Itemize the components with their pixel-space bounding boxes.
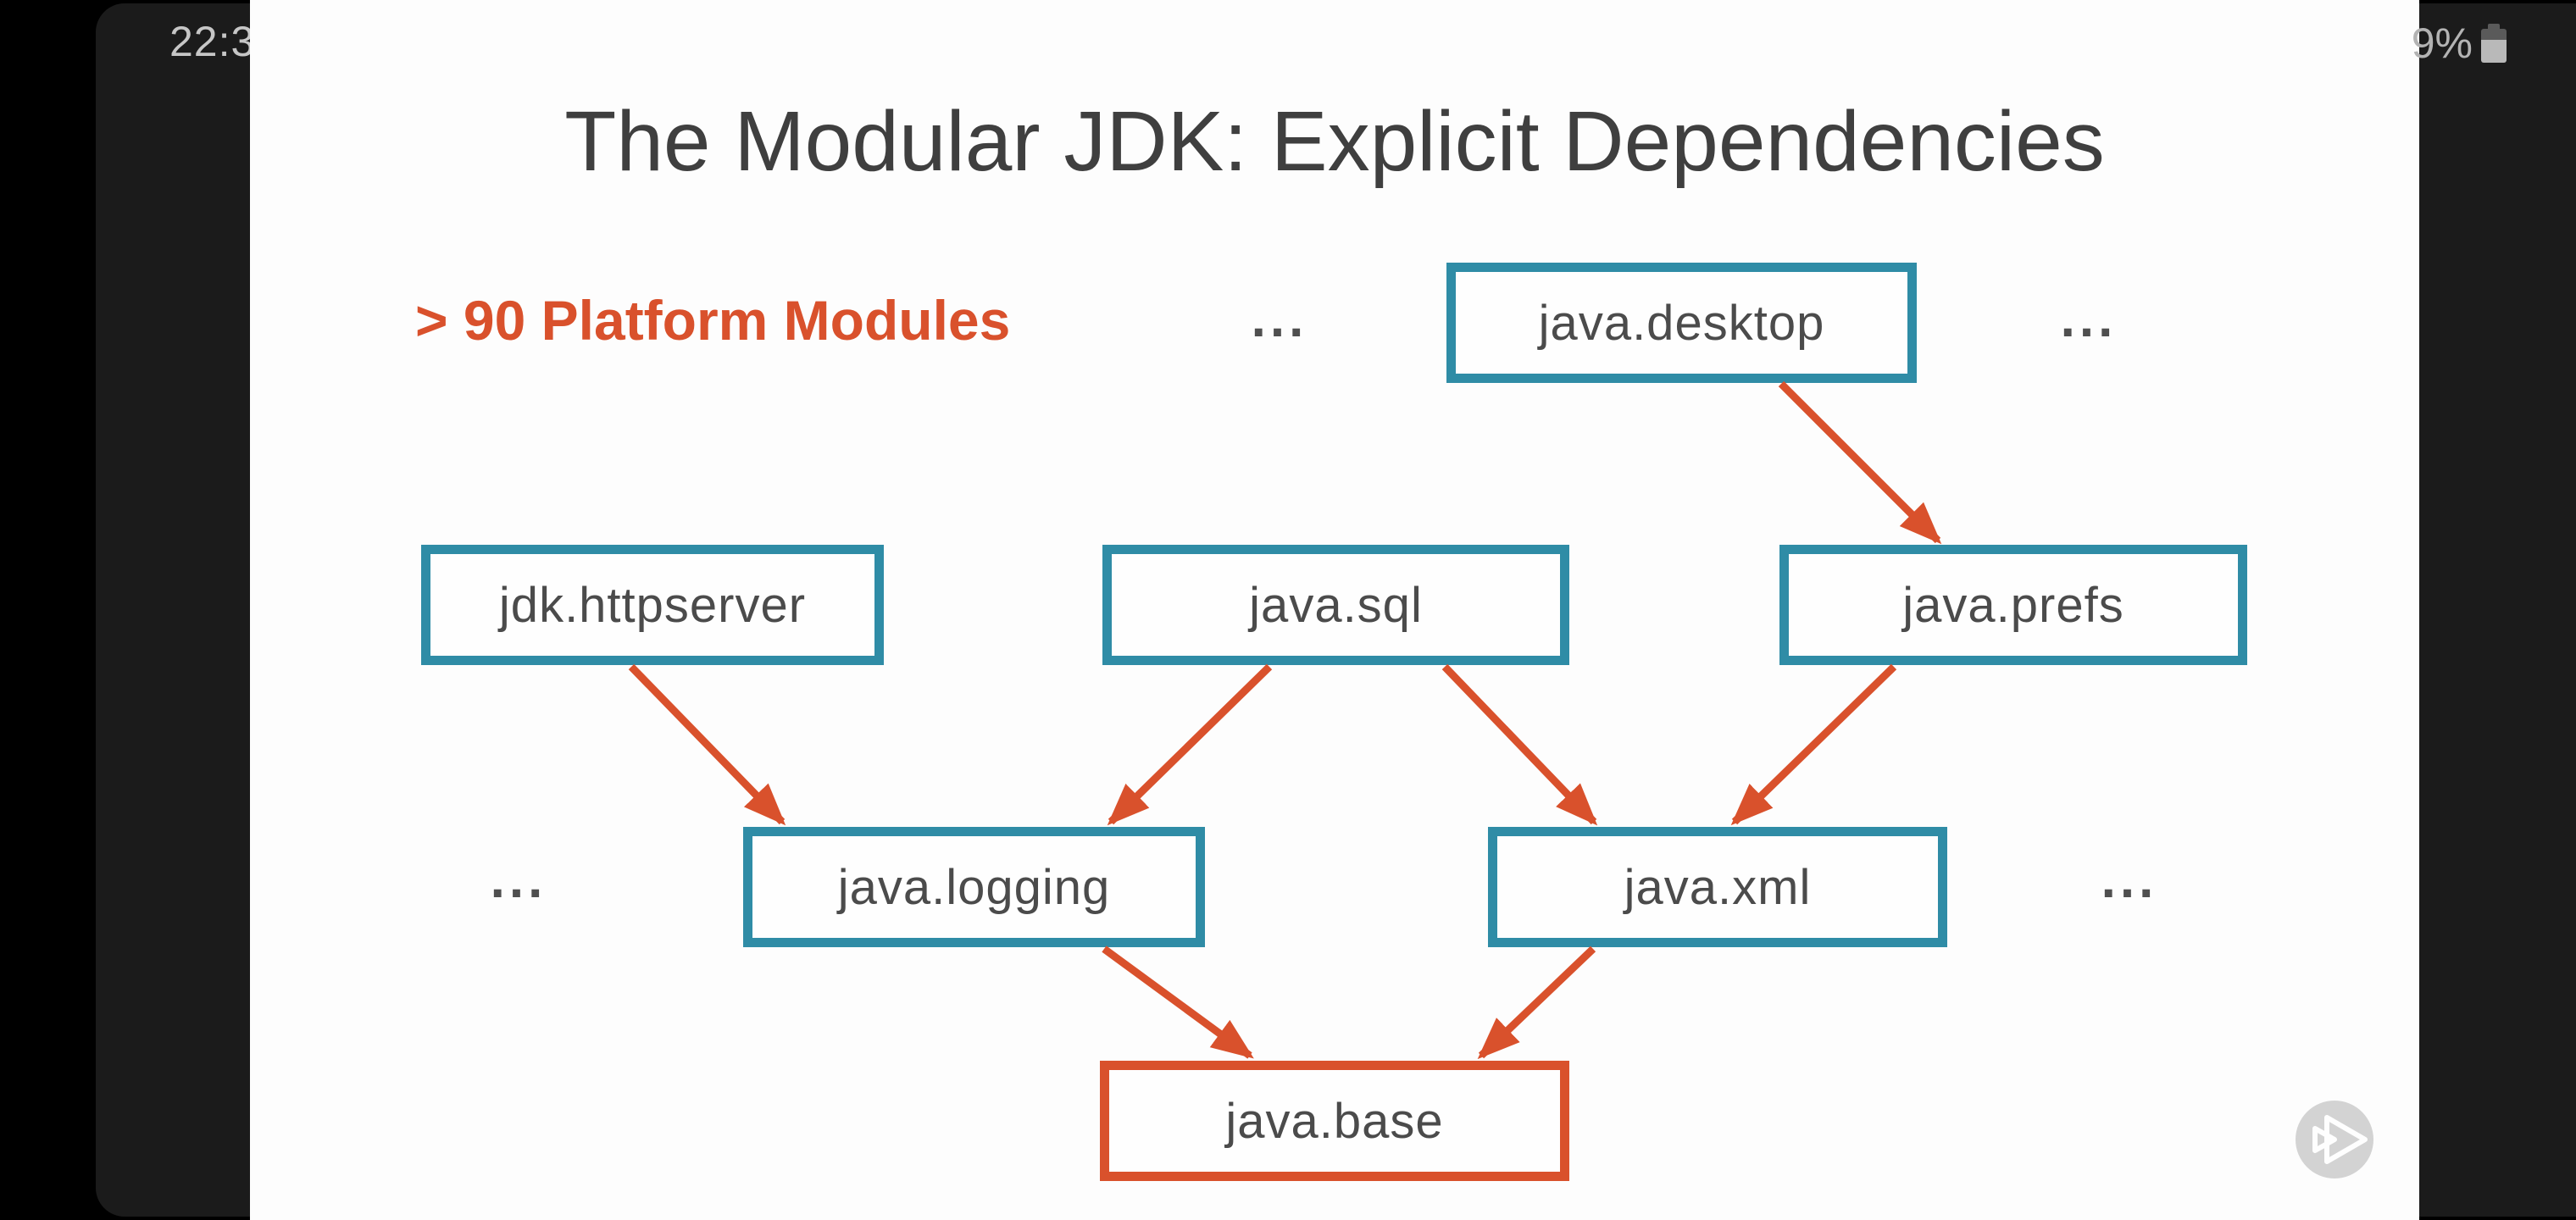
module-box-java-prefs: java.prefs <box>1779 545 2247 665</box>
platform-modules-heading: > 90 Platform Modules <box>415 289 1011 352</box>
dependency-arrow-jdk.httpserver-to-java.logging <box>628 663 786 826</box>
module-box-jdk-httpserver: jdk.httpserver <box>421 545 884 665</box>
module-box-java-desktop: java.desktop <box>1446 263 1917 383</box>
dependency-arrows-layer <box>628 380 1942 1060</box>
dependency-arrow-java.desktop-to-java.prefs <box>1778 380 1942 545</box>
dependency-arrow-java.prefs-to-java.xml <box>1730 663 1897 826</box>
slide-title: The Modular JDK: Explicit Dependencies <box>564 94 2105 189</box>
dependency-arrow-java.sql-to-java.xml <box>1441 663 1598 826</box>
more-modules-ellipsis-3: ... <box>490 850 547 909</box>
pluralsight-play-icon <box>2296 1101 2373 1178</box>
status-bar-battery: 9% <box>2412 19 2507 68</box>
more-modules-ellipsis-4: ... <box>2101 850 2158 909</box>
module-box-java-base: java.base <box>1100 1061 1569 1181</box>
module-box-java-xml: java.xml <box>1488 827 1947 947</box>
battery-vertical-icon <box>2481 24 2507 63</box>
status-bar-clock: 22:3 <box>169 18 256 65</box>
more-modules-ellipsis-2: ... <box>2060 289 2118 348</box>
dependency-arrow-java.xml-to-java.base <box>1477 946 1596 1060</box>
more-modules-ellipsis-1: ... <box>1251 289 1308 348</box>
slide-video-surface[interactable]: The Modular JDK: Explicit Dependencies >… <box>250 0 2419 1220</box>
dependency-arrow-java.sql-to-java.logging <box>1107 663 1273 826</box>
module-box-java-logging: java.logging <box>743 827 1205 947</box>
battery-percent-label: 9% <box>2411 19 2473 67</box>
module-box-java-sql: java.sql <box>1102 545 1569 665</box>
dependency-arrow-java.logging-to-java.base <box>1102 946 1254 1059</box>
